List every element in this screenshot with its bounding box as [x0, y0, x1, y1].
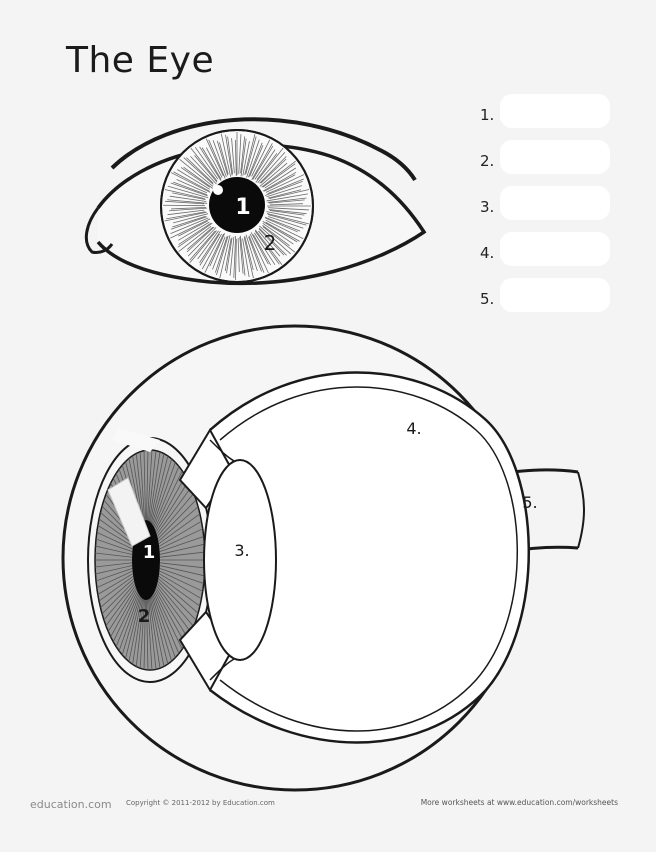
front-label-iris: 2	[264, 231, 277, 255]
side-label-retina: 4.	[406, 419, 421, 438]
eye-cross-section: 1 2 3. 4. 5.	[63, 326, 584, 790]
footer-branding: education.com Copyright © 2011-2012 by E…	[30, 790, 300, 814]
pupil-highlight	[213, 185, 223, 195]
side-label-iris: 2	[138, 606, 151, 627]
side-label-lens: 3.	[234, 541, 249, 560]
copyright-text: Copyright © 2011-2012 by Education.com	[126, 799, 275, 807]
side-label-optic-nerve: 5.	[522, 493, 537, 512]
more-worksheets-link[interactable]: More worksheets at www.education.com/wor…	[421, 798, 618, 807]
optic-nerve-end	[578, 472, 584, 548]
front-label-pupil: 1	[235, 195, 250, 220]
side-label-pupil: 1	[143, 542, 156, 563]
front-eye-view: 1 2	[86, 119, 424, 283]
lens	[204, 460, 276, 660]
education-logo[interactable]: education.com	[30, 798, 112, 811]
